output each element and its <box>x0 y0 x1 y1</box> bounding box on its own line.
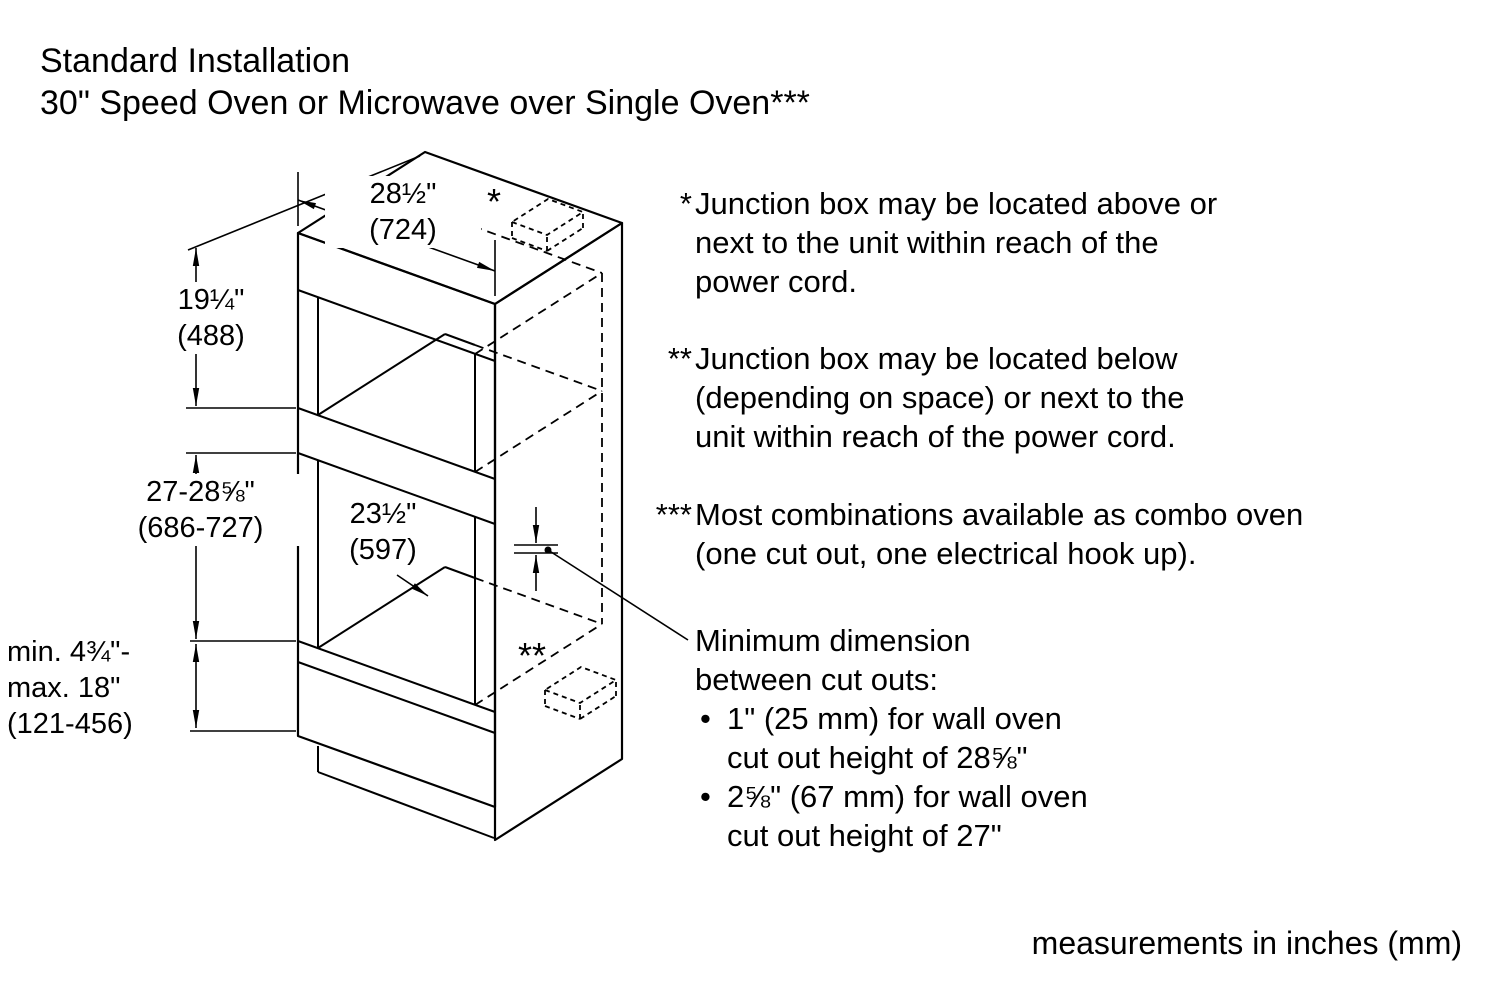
dim-lower-height-mm: (686-727) <box>137 512 264 544</box>
cutout-gap-indicator <box>514 507 689 641</box>
note-combo-oven: *** Most combinations available as combo… <box>645 495 1303 573</box>
min-dimension-bullet-2-text: 2⅝" (67 mm) for wall oven cut out height… <box>727 779 1088 853</box>
note-3-marker: *** <box>655 497 692 532</box>
dim-top-width-value: 28½" <box>369 178 437 210</box>
dim-bottom-range-max: max. 18" <box>7 672 121 704</box>
min-dimension-heading: Minimum dimension between cut outs: <box>695 623 971 697</box>
min-dimension-bullet-1-text: 1" (25 mm) for wall oven cut out height … <box>727 701 1062 775</box>
dim-inner-depth-mm: (597) <box>349 534 417 566</box>
title-line-2: 30" Speed Oven or Microwave over Single … <box>40 84 810 122</box>
min-dimension-note: Minimum dimension between cut outs: • 1"… <box>695 621 1088 855</box>
note-3-text: Most combinations available as combo ove… <box>695 497 1304 571</box>
dim-upper-height-value: 19¼" <box>177 284 245 316</box>
min-dimension-bullet-2: • 2⅝" (67 mm) for wall oven cut out heig… <box>700 777 1088 855</box>
page-title: Standard Installation 30" Speed Oven or … <box>40 40 810 124</box>
note-1-text: Junction box may be located above or nex… <box>695 186 1218 299</box>
junction-box-bottom-icon <box>542 666 619 720</box>
note-2-marker: ** <box>667 341 692 376</box>
note-junction-above: * Junction box may be located above or n… <box>645 184 1217 301</box>
dim-inner-depth-value: 23½" <box>349 498 417 530</box>
dim-bottom-range-min: min. 4¾"- <box>7 636 131 668</box>
junction-box-bottom-marker: ** <box>518 635 547 676</box>
junction-box-top-marker: * <box>487 181 502 222</box>
dim-upper-height-mm: (488) <box>177 320 245 352</box>
dim-lower-height: 27-28⅝" (686-727) <box>100 474 301 546</box>
units-note: measurements in inches (mm) <box>1031 925 1462 961</box>
dim-bottom-range-mm: (121-456) <box>7 708 133 740</box>
note-2-text: Junction box may be located below (depen… <box>695 341 1185 454</box>
bullet-icon: • <box>700 701 711 736</box>
dim-top-width: 28½" (724) <box>325 176 481 248</box>
leader-line <box>547 549 689 641</box>
cabinet-front-details <box>297 289 496 839</box>
dim-upper-height: 19¼" (488) <box>138 282 284 354</box>
hidden-interior-edges <box>444 215 603 706</box>
min-dimension-bullet-1: • 1" (25 mm) for wall oven cut out heigh… <box>700 699 1088 777</box>
dim-inner-depth: 23½" (597) <box>318 496 448 568</box>
bullet-icon: • <box>700 779 711 814</box>
note-junction-below: ** Junction box may be located below (de… <box>645 339 1185 456</box>
title-line-1: Standard Installation <box>40 42 350 80</box>
dim-lower-height-value: 27-28⅝" <box>146 476 255 508</box>
junction-box-top-icon <box>509 198 586 252</box>
note-1-marker: * <box>679 186 692 221</box>
cabinet-front-face <box>296 231 497 809</box>
dim-bottom-range: min. 4¾"- max. 18" (121-456) <box>4 634 190 742</box>
dim-top-width-mm: (724) <box>369 214 437 246</box>
cabinet-right-face <box>493 221 624 842</box>
